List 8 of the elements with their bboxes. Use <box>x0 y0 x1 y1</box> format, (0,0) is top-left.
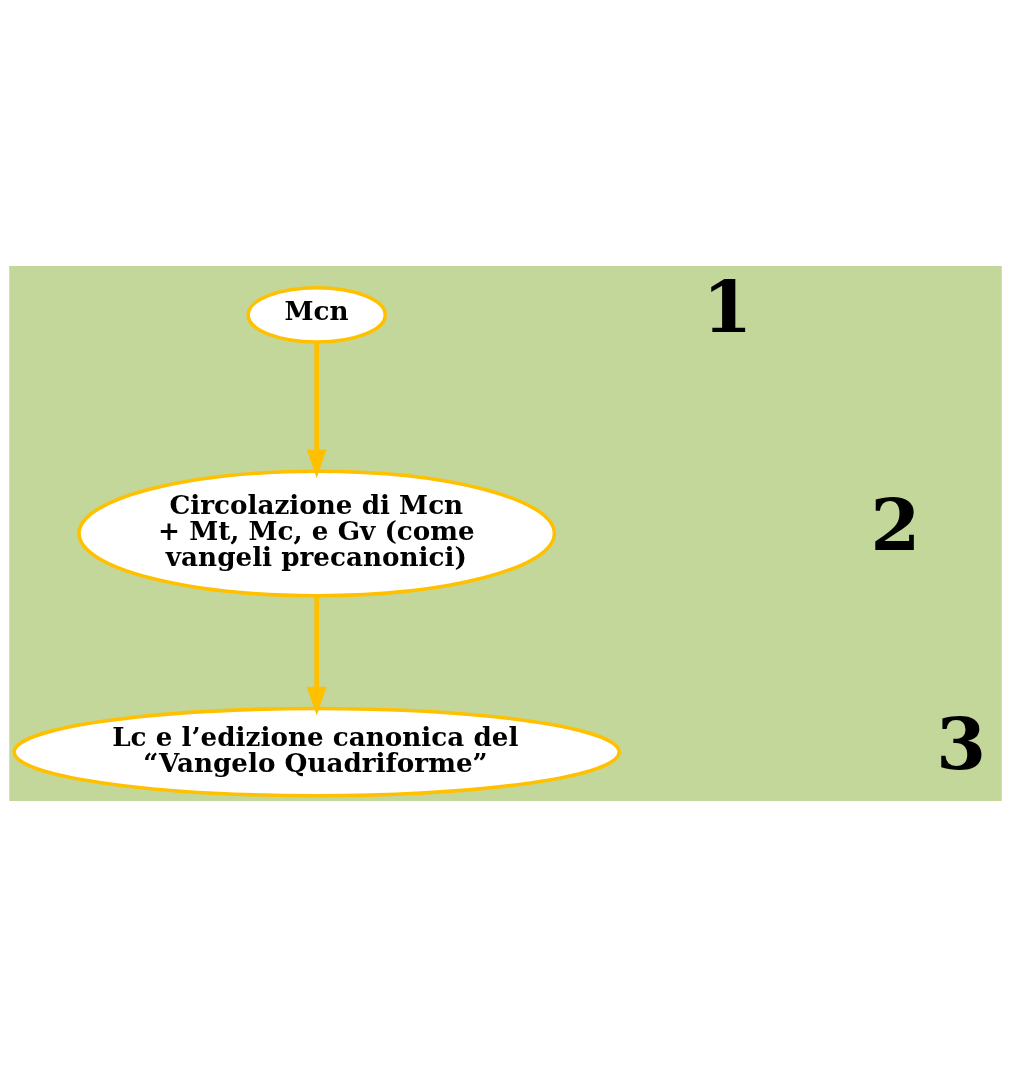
node-ellipse: Mcn <box>245 285 387 344</box>
label: 3 <box>935 701 986 786</box>
label: 1 <box>701 264 752 349</box>
arrow <box>306 596 327 716</box>
arrow <box>306 342 327 479</box>
node-ellipse: Lc e l’edizione canonica del “Vangelo Quadriforme” <box>11 706 621 798</box>
node-ellipse: Circolazione di Mcn + Mt, Mc, e Gv (come vangeli precanonici) <box>76 469 556 598</box>
label: 2 <box>870 483 920 568</box>
